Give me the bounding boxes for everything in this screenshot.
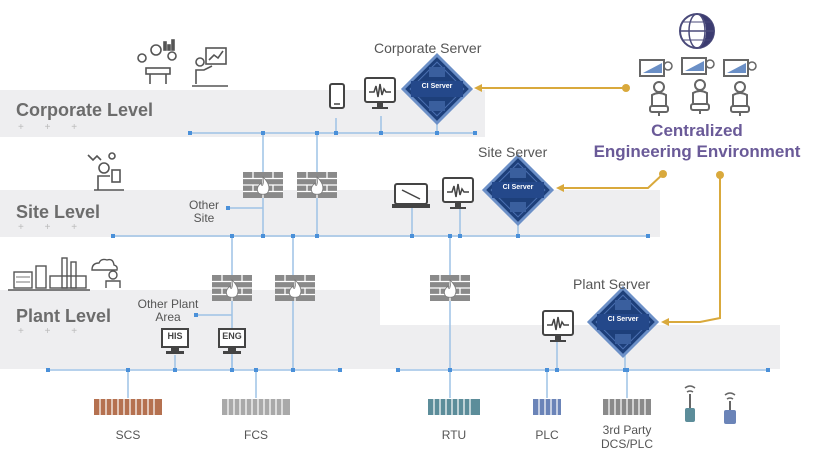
laptop-icon — [392, 183, 430, 208]
fcs-label: FCS — [244, 428, 268, 442]
engineer-icon — [723, 59, 757, 117]
engineer-icon — [639, 59, 673, 117]
third-party-line1: 3rd Party — [602, 423, 652, 437]
third-party-label: 3rd Party DCS/PLC — [592, 423, 662, 451]
fcs-rack-icon — [222, 399, 290, 415]
plant-level-band — [0, 290, 780, 369]
scs-rack-icon — [94, 399, 162, 415]
plant-server-badge: CI Server — [607, 316, 639, 323]
operator-desk-icon — [87, 152, 124, 191]
cloud-worker-icon — [91, 258, 121, 288]
corporate-server-label: Corporate Server — [374, 40, 482, 56]
firewall-icon — [296, 171, 338, 199]
other-site-line1: Other — [188, 198, 219, 212]
plc-rack-icon — [533, 399, 561, 415]
site-server-badge: CI Server — [502, 184, 534, 191]
plc-label: PLC — [535, 428, 559, 442]
firewall-icon — [429, 274, 471, 302]
presentation-icon — [192, 47, 228, 87]
other-plant-line2: Area — [155, 310, 181, 324]
other-site-line2: Site — [193, 211, 215, 225]
corporate-level-label: Corporate Level — [16, 100, 154, 120]
central-link-arrows — [474, 84, 724, 326]
eng-station-icon — [218, 328, 246, 354]
other-site-label: Other Site — [180, 199, 228, 225]
centralized-engineering-title: Centralized Engineering Environment — [582, 120, 812, 162]
firewall-icon — [242, 171, 284, 199]
plant-level-label: Plant Level — [16, 306, 112, 326]
plus-marks: + + + — [18, 222, 87, 233]
other-plant-area-label: Other Plant Area — [128, 298, 208, 324]
third-party-line2: DCS/PLC — [600, 437, 653, 451]
his-station-icon — [161, 328, 189, 354]
factory-icon — [8, 257, 90, 291]
plus-marks: + + + — [18, 122, 87, 133]
firewall-icon — [274, 274, 316, 302]
central-links — [478, 87, 721, 323]
firewall-icon — [211, 274, 253, 302]
rtu-label: RTU — [441, 428, 467, 442]
wireless-sensor-icon — [684, 385, 696, 422]
plant-server-label: Plant Server — [573, 276, 651, 292]
corporate-server-badge: CI Server — [421, 83, 453, 90]
corporate-level-band — [0, 90, 485, 137]
third-party-rack-icon — [603, 399, 651, 415]
engineer-icon — [681, 57, 715, 115]
rtu-rack-icon — [428, 399, 480, 415]
central-line1: Centralized — [651, 121, 743, 140]
network-links — [48, 116, 768, 398]
meeting-icon — [137, 39, 177, 84]
eng-label: ENG — [222, 331, 242, 341]
central-line2: Engineering Environment — [593, 142, 801, 161]
scs-label: SCS — [115, 428, 141, 442]
network-nodes — [46, 131, 770, 372]
globe-icon — [679, 13, 715, 49]
wireless-sensor-icon — [724, 392, 736, 424]
site-server-label: Site Server — [478, 144, 548, 160]
plus-marks: + + + — [18, 326, 87, 337]
site-level-label: Site Level — [16, 202, 101, 222]
his-label: HIS — [167, 331, 183, 341]
other-plant-line1: Other Plant — [137, 297, 199, 311]
smartphone-icon — [329, 83, 345, 109]
